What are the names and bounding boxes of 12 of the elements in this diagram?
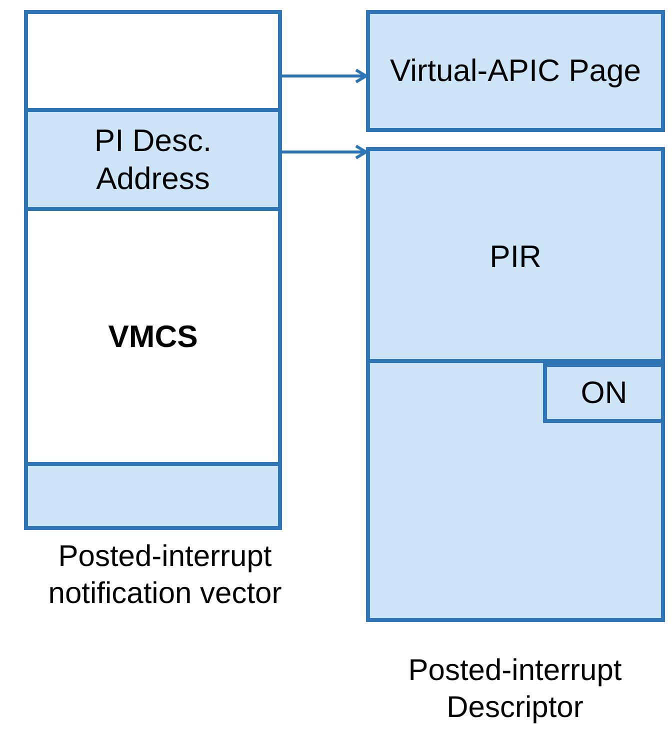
field-label: Virtual-APIC Page bbox=[390, 52, 641, 90]
structure-box bbox=[366, 147, 665, 622]
arrow bbox=[282, 68, 368, 84]
field-label: VMCS bbox=[108, 318, 198, 356]
caption-text: Posted-interrupt Descriptor bbox=[407, 653, 623, 726]
field-label: PIR bbox=[490, 238, 542, 276]
field-label: PI Desc. Address bbox=[93, 122, 213, 198]
field-label: ON bbox=[580, 374, 628, 412]
arrow bbox=[282, 144, 368, 160]
caption-text: Posted-interrupt notification vector bbox=[47, 539, 283, 612]
field-box bbox=[366, 10, 665, 132]
structure-box bbox=[24, 10, 282, 530]
